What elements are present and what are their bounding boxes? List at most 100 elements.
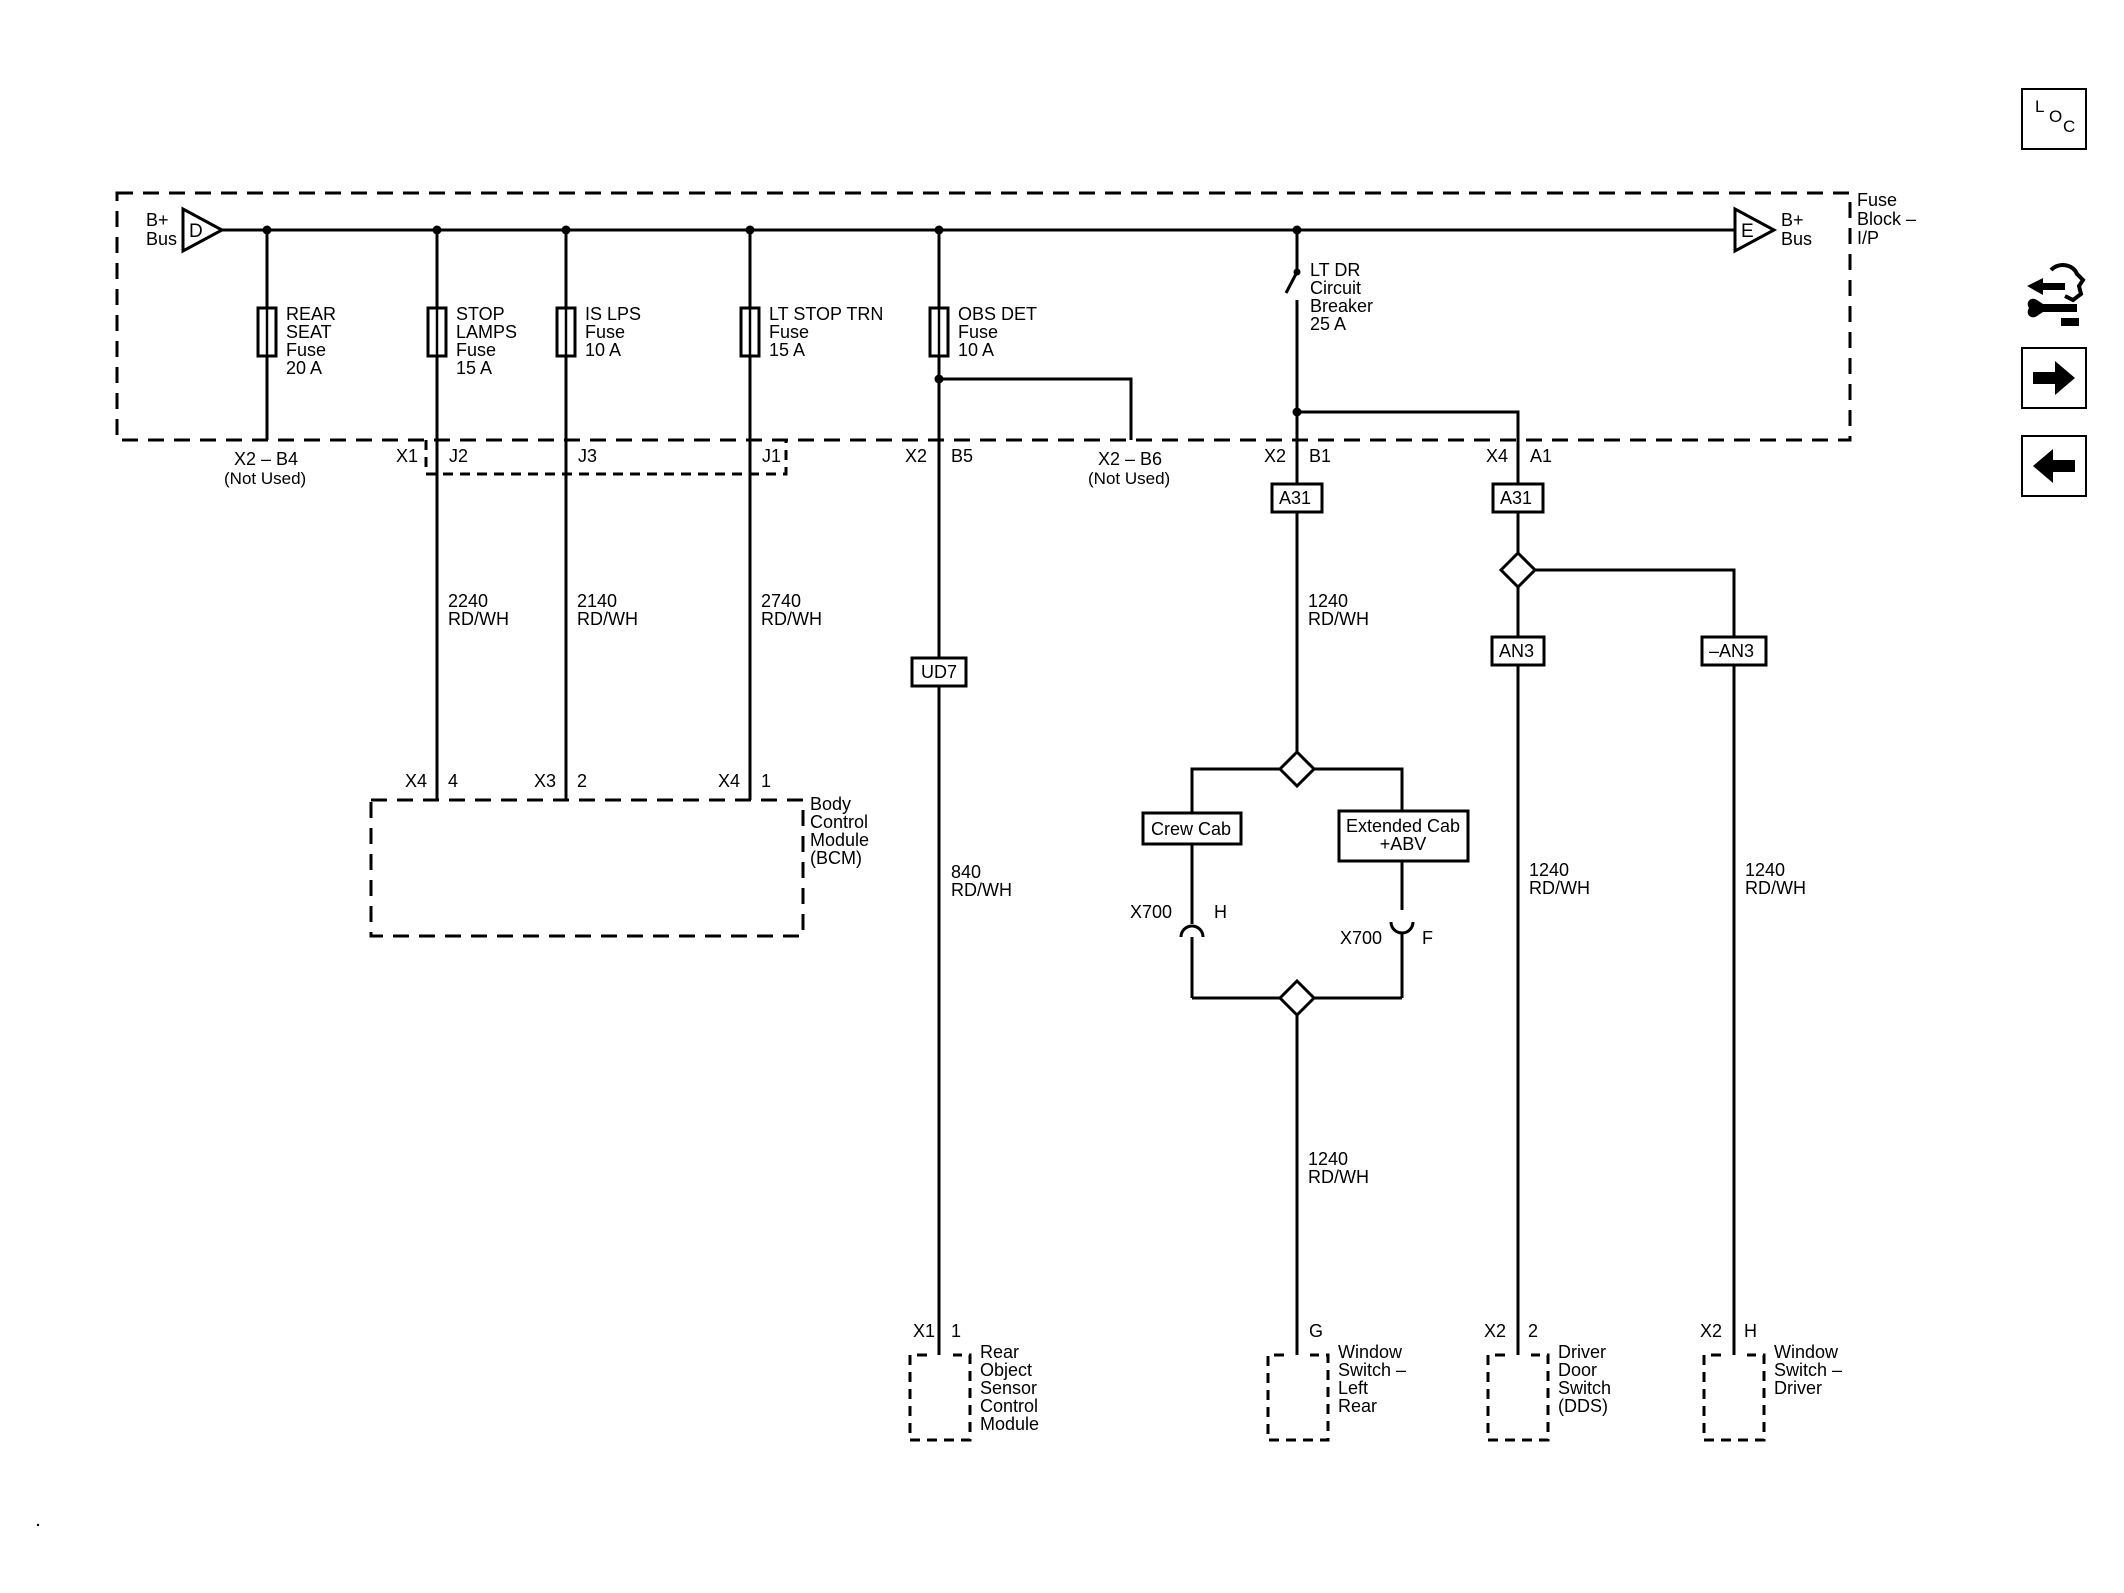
loc-icon: L O C xyxy=(2035,97,2075,136)
wslr-outline xyxy=(1266,1353,1330,1442)
dds-outline xyxy=(1486,1353,1550,1442)
svg-text:L: L xyxy=(2035,97,2044,116)
bcm-pin-conn-3: X4 xyxy=(718,771,740,791)
arrow-right-icon xyxy=(2033,361,2075,395)
option-extended-cab: Extended Cab+ABV xyxy=(1346,816,1460,854)
x700-left-conn: X700 xyxy=(1130,902,1172,922)
connector-x700-h xyxy=(1179,924,1205,938)
speck xyxy=(36,1523,40,1527)
option-an3-box xyxy=(1490,635,1546,667)
terminal-j3: J3 xyxy=(578,446,597,466)
bus-label-right: B+Bus xyxy=(1781,210,1812,249)
wire-not-an3-leg xyxy=(1535,568,1736,637)
bus-letter-d: D xyxy=(189,221,203,242)
terminal-not-used-2: (Not Used) xyxy=(1088,469,1170,488)
wsd-conn: X2 xyxy=(1700,1321,1722,1341)
option-not-an3-box xyxy=(1700,635,1768,667)
bus-letter-e: E xyxy=(1741,221,1754,242)
rosm-outline xyxy=(908,1353,972,1442)
terminal-x2-b4: X2 – B4 xyxy=(234,449,298,469)
connector-x700-f xyxy=(1389,921,1415,935)
loc-button[interactable]: L O C xyxy=(2021,88,2087,150)
wire-breaker-branch xyxy=(1297,410,1520,484)
terminal-x4: X4 xyxy=(1486,446,1508,466)
rosm-pin: 1 xyxy=(951,1321,961,1341)
bus-connector-e xyxy=(1733,206,1778,254)
breaker-arm xyxy=(1284,271,1299,294)
terminal-x1: X1 xyxy=(396,446,418,466)
bcm-pin-3: 1 xyxy=(761,771,771,791)
svg-text:O: O xyxy=(2049,107,2062,126)
wslr-pin: G xyxy=(1309,1321,1323,1341)
option-crew-cab: Crew Cab xyxy=(1151,819,1231,839)
wsd-pin: H xyxy=(1744,1321,1757,1341)
bcm-pin-1: 4 xyxy=(448,771,458,791)
option-ud7-box xyxy=(910,656,968,688)
bus-connector-d xyxy=(181,206,226,254)
terminal-x2-b1-conn: X2 xyxy=(1264,446,1286,466)
terminal-j1: J1 xyxy=(762,446,781,466)
wire-crew-cab-leg xyxy=(1190,767,1280,813)
terminal-a1: A1 xyxy=(1530,446,1552,466)
option-a31-right: A31 xyxy=(1500,488,1532,508)
bcm-pin-conn-1: X4 xyxy=(405,771,427,791)
option-an3: AN3 xyxy=(1499,641,1534,661)
dds-pin: 2 xyxy=(1528,1321,1538,1341)
service-tools-button[interactable] xyxy=(2021,256,2091,334)
option-a31-left-box xyxy=(1270,482,1324,514)
terminal-not-used-1: (Not Used) xyxy=(224,469,306,488)
bus-label-left: B+Bus xyxy=(146,210,177,249)
next-page-button[interactable] xyxy=(2021,347,2087,409)
terminal-j2: J2 xyxy=(449,446,468,466)
terminal-b5: B5 xyxy=(951,446,973,466)
option-not-an3: –AN3 xyxy=(1709,641,1754,661)
terminal-x2-b6: X2 – B6 xyxy=(1098,449,1162,469)
splice-diamond xyxy=(1277,978,1317,1018)
connector-x1-outline xyxy=(424,440,788,476)
wsd-outline xyxy=(1702,1353,1766,1442)
bcm-pin-conn-2: X3 xyxy=(534,771,556,791)
wire-obs-det-branch xyxy=(939,377,1133,440)
arrow-left-icon xyxy=(2033,449,2075,483)
terminal-b1: B1 xyxy=(1309,446,1331,466)
option-ud7: UD7 xyxy=(921,662,957,682)
option-extended-cab-box xyxy=(1337,809,1470,863)
x700-left-pin: H xyxy=(1214,902,1227,922)
svg-text:C: C xyxy=(2063,117,2075,136)
bcm-pin-2: 2 xyxy=(577,771,587,791)
splice-diamond xyxy=(1277,749,1317,789)
terminal-x2-b5-conn: X2 xyxy=(905,446,927,466)
fuse-block-outline xyxy=(115,191,1852,442)
rosm-conn: X1 xyxy=(913,1321,935,1341)
previous-page-button[interactable] xyxy=(2021,435,2087,497)
service-tools-icon xyxy=(2027,263,2086,326)
bcm-outline xyxy=(369,798,805,938)
x700-right-pin: F xyxy=(1422,928,1433,948)
splice-diamond xyxy=(1498,550,1538,590)
dds-conn: X2 xyxy=(1484,1321,1506,1341)
wire-extended-cab-leg xyxy=(1314,767,1404,813)
option-a31-left: A31 xyxy=(1279,488,1311,508)
option-a31-right-box xyxy=(1491,482,1545,514)
